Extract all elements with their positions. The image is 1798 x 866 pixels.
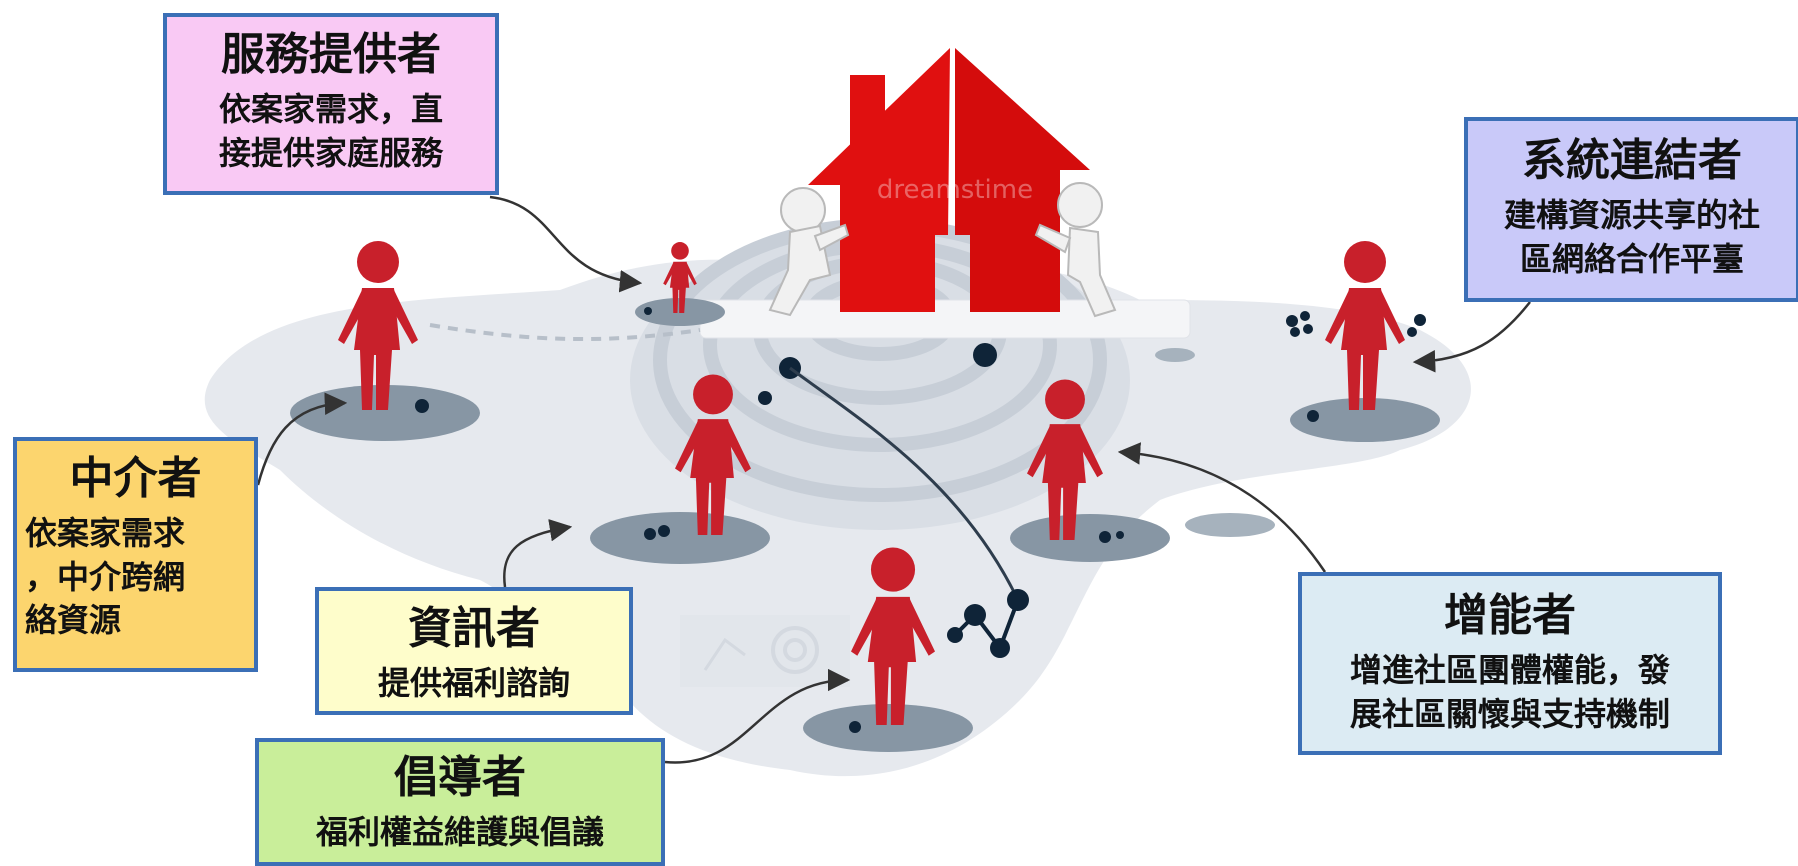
- screen-panel-icon: [680, 615, 850, 687]
- mediator-desc-line3: 絡資源: [25, 600, 122, 639]
- network-dots: [415, 307, 1426, 733]
- system-connector-title: 系統連結者: [1522, 135, 1742, 186]
- advocate-title: 倡導者: [394, 752, 526, 803]
- enabler-title: 增能者: [1444, 590, 1576, 641]
- enabler-box: 增能者 增進社區團體權能，發 展社區關懷與支持機制: [1298, 572, 1722, 755]
- mediator-box: 中介者 依案家需求 ，中介跨網 絡資源: [13, 437, 258, 672]
- enabler-desc-line2: 展社區關懷與支持機制: [1349, 694, 1670, 733]
- advocate-box: 倡導者 福利權益維護與倡議: [255, 738, 665, 866]
- dashed-connection: [429, 323, 701, 342]
- service-provider-title: 服務提供者: [221, 29, 441, 80]
- system-connector-desc-line2: 區網絡合作平臺: [1519, 239, 1744, 278]
- mediator-title: 中介者: [69, 453, 202, 504]
- mediator-desc-line1: 依案家需求: [25, 514, 186, 553]
- informer-desc-line1: 提供福利諮詢: [377, 664, 570, 703]
- service-provider-box: 服務提供者 依案家需求，直 接提供家庭服務: [163, 13, 499, 195]
- advocate-desc-line1: 福利權益維護與倡議: [315, 813, 604, 852]
- system-connector-desc-line1: 建構資源共享的社: [1503, 196, 1760, 235]
- white-figure-right-icon: [1034, 182, 1117, 318]
- service-provider-desc-line2: 接提供家庭服務: [218, 133, 443, 172]
- informer-box: 資訊者 提供福利諮詢: [315, 587, 633, 715]
- service-provider-desc-line1: 依案家需求，直: [218, 90, 443, 129]
- informer-title: 資訊者: [408, 603, 540, 654]
- white-figure-left-icon: [768, 187, 850, 317]
- enabler-desc-line1: 增進社區團體權能，發: [1349, 651, 1670, 690]
- mediator-desc-line2: ，中介跨網: [25, 557, 186, 596]
- system-connector-box: 系統連結者 建構資源共享的社 區網絡合作平臺: [1464, 117, 1798, 302]
- callout-arrows: [256, 195, 1531, 764]
- network-connector-icon: [789, 366, 1029, 658]
- watermark-text: dreamstime: [877, 175, 1033, 205]
